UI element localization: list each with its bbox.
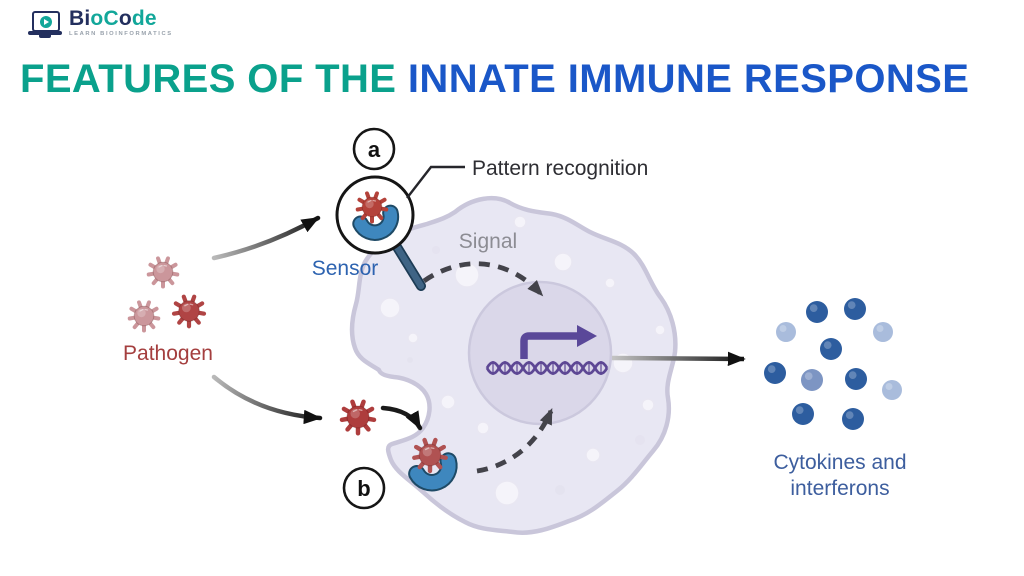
cytokine-dot-10 — [792, 403, 814, 425]
sensor-b — [408, 452, 458, 492]
cytokine-dot-1 — [806, 301, 828, 323]
cytokine-dot-highlight — [848, 371, 857, 379]
arrow-nucleus-to-cytokines — [611, 351, 746, 367]
cytokine-dot-highlight — [809, 304, 818, 312]
cytokine-dot-7 — [801, 369, 823, 391]
nucleus — [467, 280, 613, 426]
cytokine-dot-11 — [842, 408, 864, 430]
pattern-recognition-label: Pattern recognition — [472, 157, 648, 180]
arrow-virus-into-pocket — [380, 405, 423, 431]
cytokines-label-line1: Cytokines and — [773, 451, 906, 474]
pathogen-virus-1 — [146, 256, 180, 289]
step-marker-a-label: a — [368, 137, 381, 162]
page-title: FEATURES OF THE INNATE IMMUNE RESPONSE — [20, 57, 970, 101]
cytokine-dot-highlight — [823, 341, 832, 349]
cytokine-dot-8 — [845, 368, 867, 390]
signal-arrow-from-sensor-b — [476, 408, 554, 474]
pathogen-virus-2 — [127, 300, 161, 333]
brand-tagline: LEARN BIOINFORMATICS — [69, 31, 173, 37]
step-marker-b-label: b — [357, 476, 370, 501]
sensor-label: Sensor — [312, 257, 379, 280]
cytokine-dot-2 — [844, 298, 866, 320]
cytokine-dot-5 — [820, 338, 842, 360]
cytokine-dot-highlight — [845, 411, 854, 419]
cytokine-dot-highlight — [876, 325, 884, 332]
virus-entering-cell — [342, 402, 374, 434]
arrow-pathogen-to-sensor-a — [211, 215, 321, 261]
cytokines-label-line2: interferons — [790, 477, 889, 500]
transcription-arrowhead — [577, 325, 597, 347]
cytokine-dot-highlight — [804, 372, 813, 380]
cytokine-dot-3 — [776, 322, 796, 342]
biocode-logo: BioCode LEARN BIOINFORMATICS — [28, 8, 173, 42]
cytokine-dot-highlight — [767, 365, 776, 373]
cytokine-dot-4 — [873, 322, 893, 342]
signal-arrow-from-sensor-a — [422, 261, 544, 297]
dna-helix — [485, 361, 609, 375]
magnifier-handle — [393, 243, 425, 290]
cytokine-dots — [764, 298, 902, 430]
sensor-a — [352, 204, 400, 241]
pathogen-label: Pathogen — [123, 342, 213, 365]
cytokine-dot-6 — [764, 362, 786, 384]
cytokine-dot-highlight — [847, 301, 856, 309]
step-marker-a: a — [352, 127, 396, 171]
dna-transcription — [485, 325, 609, 375]
cytokine-dot-highlight — [795, 406, 804, 414]
signal-label: Signal — [459, 230, 517, 253]
arrow-pathogen-to-path-b — [211, 374, 323, 425]
step-marker-b: b — [342, 466, 386, 510]
cytokine-dot-highlight — [885, 383, 893, 390]
cytokine-dot-highlight — [779, 325, 787, 332]
brand-name: BioCode — [69, 7, 157, 30]
cytokine-dot-9 — [882, 380, 902, 400]
pattern-recognition-pointer-line — [406, 165, 465, 199]
transcription-arrow — [520, 332, 577, 359]
pathogen-virus-3 — [174, 297, 204, 327]
laptop-play-icon — [28, 10, 62, 42]
